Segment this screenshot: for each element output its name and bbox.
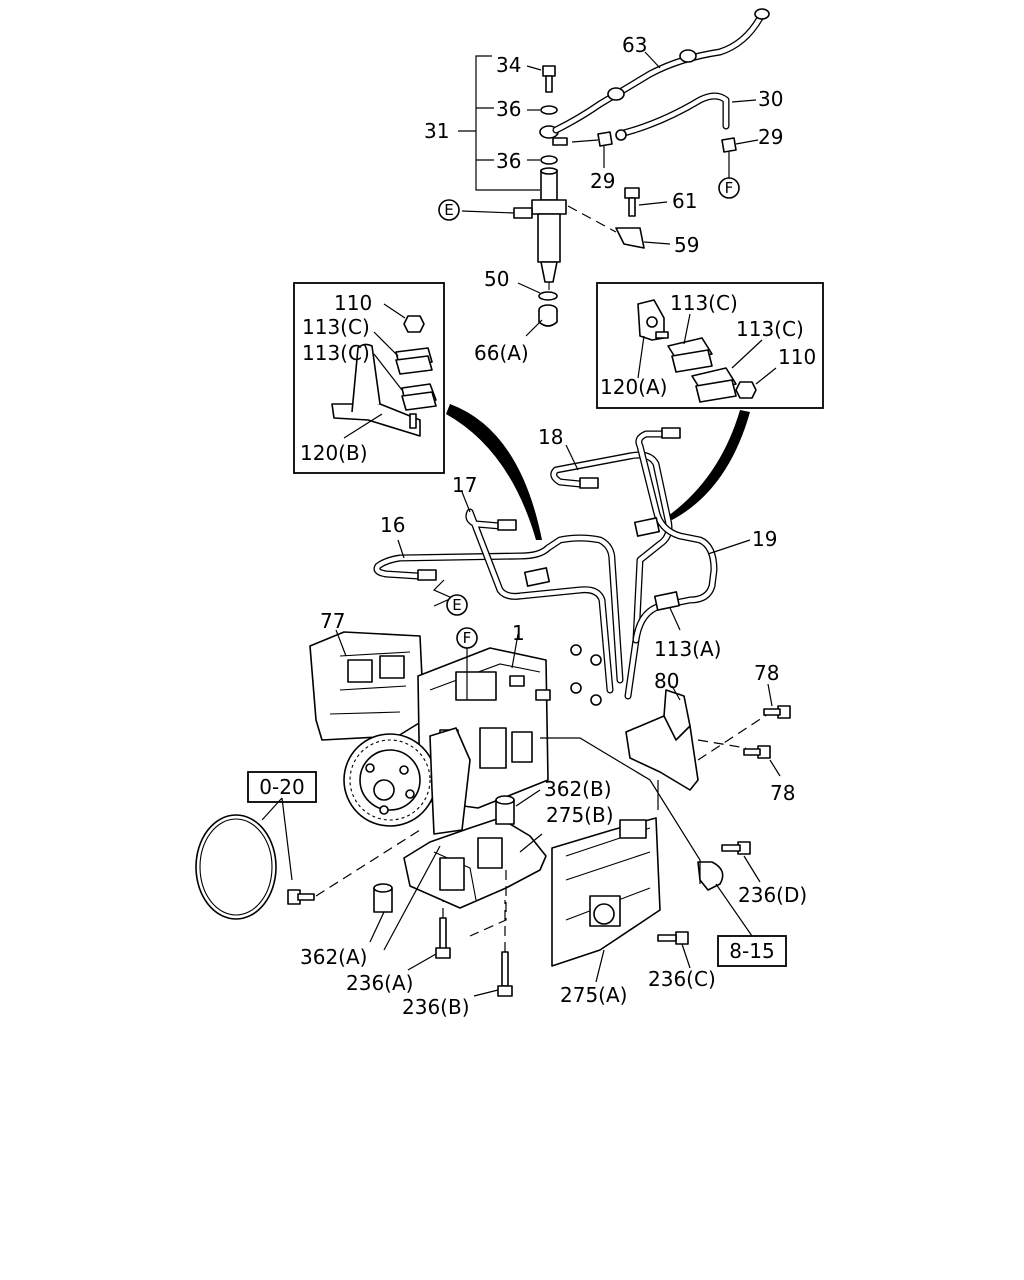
clip-29-right (721, 137, 759, 178)
connector-e-pipe (446, 594, 468, 616)
zigzag-leader-e (432, 579, 454, 607)
label-29-left: 29 (590, 169, 615, 193)
bracket-77 (309, 631, 425, 741)
label-16: 16 (380, 513, 405, 537)
label-50: 50 (484, 267, 509, 291)
injection-pump-1 (309, 629, 602, 835)
label-120a: 120(A) (600, 375, 667, 399)
bushing-362a (369, 883, 393, 943)
label-362a: 362(A) (300, 945, 367, 969)
label-275b: 275(B) (546, 803, 614, 827)
clip-29-left (571, 131, 613, 168)
label-113c-right-1: 113(C) (670, 291, 738, 315)
connector-f-pump (456, 627, 478, 649)
label-78-upper: 78 (754, 661, 779, 685)
connector-f-top (718, 177, 740, 199)
ref-box-8-15 (717, 935, 787, 967)
connector-f-top-label: F (725, 179, 734, 197)
bolt-236b (473, 900, 513, 997)
bolt-78-lower (743, 745, 781, 777)
o-ring-gasket (195, 797, 293, 920)
label-113a: 113(A) (654, 637, 721, 661)
label-18: 18 (538, 425, 563, 449)
label-36-upper: 36 (496, 97, 521, 121)
bolt-236c (657, 931, 691, 969)
label-59: 59 (674, 233, 699, 257)
bolt-78-upper (763, 683, 791, 719)
bushing-362b (495, 789, 541, 825)
ref-0-20: 0-20 (259, 775, 304, 799)
label-19: 19 (752, 527, 777, 551)
label-113c-right-2: 113(C) (736, 317, 804, 341)
bracket-275a (551, 817, 661, 983)
label-17: 17 (452, 473, 477, 497)
label-236d: 236(D) (738, 883, 807, 907)
label-80: 80 (654, 669, 679, 693)
return-pipe-30 (615, 92, 757, 141)
bracket-80 (625, 685, 769, 791)
label-236a: 236(A) (346, 971, 413, 995)
leak-off-pipe-63 (552, 8, 770, 134)
nut-66a (525, 304, 558, 337)
connector-e-top-label: E (444, 201, 453, 219)
label-236c: 236(C) (648, 967, 716, 991)
label-30: 30 (758, 87, 783, 111)
dash-guide (469, 870, 507, 937)
label-29-right: 29 (758, 125, 783, 149)
bolt-34 (526, 65, 556, 93)
bolt-gasket (287, 829, 421, 905)
seal-ring-50 (538, 291, 558, 301)
ref-8-15: 8-15 (729, 939, 774, 963)
bolt-236d (721, 841, 761, 883)
part-labels: 34 36 31 36 63 30 29 29 61 59 50 66(A) 1… (300, 33, 816, 1019)
label-236b: 236(B) (402, 995, 470, 1019)
injector-nozzle (461, 167, 567, 290)
bolt-236a (407, 900, 451, 971)
connector-e-pipe-label: E (452, 596, 461, 614)
label-78-lower: 78 (770, 781, 795, 805)
nut-110 (403, 315, 425, 333)
clamp-8-15 (697, 861, 753, 937)
label-120b: 120(B) (300, 441, 368, 465)
injection-pipes (373, 427, 718, 700)
label-31: 31 (424, 119, 449, 143)
washer-36-lower (540, 155, 558, 165)
label-77: 77 (320, 609, 345, 633)
drive-gear (343, 733, 437, 827)
label-362b: 362(B) (544, 777, 612, 801)
label-66a: 66(A) (474, 341, 529, 365)
label-63: 63 (622, 33, 647, 57)
label-113c-left-2: 113(C) (302, 341, 370, 365)
bolt-61 (624, 187, 668, 217)
leader-8-15 (540, 737, 701, 884)
label-113c-left-1: 113(C) (302, 315, 370, 339)
label-275a: 275(A) (560, 983, 627, 1007)
injector-assembly (458, 8, 770, 337)
callout-swoosh-right (668, 410, 750, 520)
bracket-275b (403, 817, 547, 909)
clamp-59 (567, 205, 671, 249)
label-34: 34 (496, 53, 521, 77)
label-1: 1 (512, 621, 525, 645)
group-31-bracket (475, 55, 540, 191)
ref-box-0-20 (247, 771, 317, 803)
connector-e-top (438, 199, 460, 221)
detail-box-clamp-120a (596, 282, 824, 409)
label-61: 61 (672, 189, 697, 213)
callout-swoosh-left (446, 404, 542, 540)
label-36-lower: 36 (496, 149, 521, 173)
connector-f-pump-label: F (463, 629, 472, 647)
washer-36-upper (540, 105, 558, 115)
label-110-right: 110 (778, 345, 816, 369)
detail-box-clamp-120b (293, 282, 445, 474)
label-110-left: 110 (334, 291, 372, 315)
nut-110-right (735, 381, 757, 399)
